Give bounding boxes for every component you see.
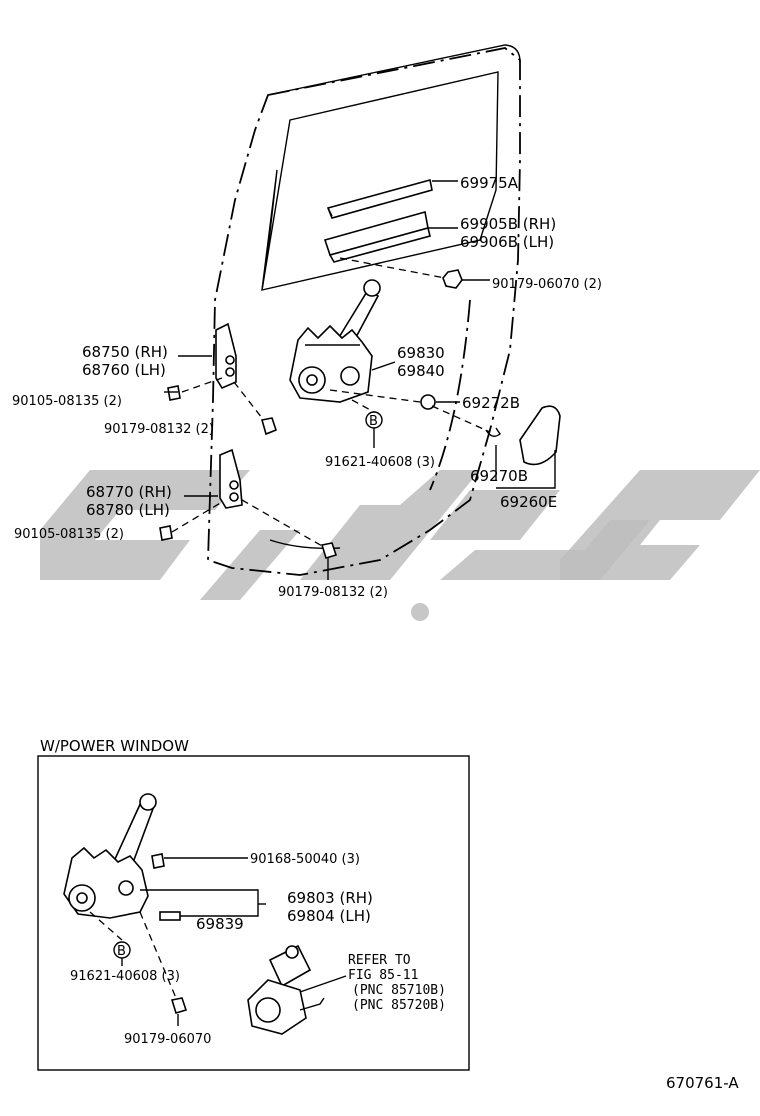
leader-lines-inset	[89, 857, 347, 1026]
part-69830-regulator	[289, 279, 381, 403]
part-69260E-handle	[519, 405, 561, 466]
label-68760: 68760 (LH)	[82, 361, 166, 379]
label-69830: 69830	[397, 344, 445, 362]
label-69975A: 69975A	[460, 174, 519, 192]
label-68780: 68780 (LH)	[86, 501, 170, 519]
label-69272B: 69272B	[462, 394, 520, 412]
label-90179-06070-2: 90179-06070 (2)	[492, 277, 602, 292]
fastener-icons	[159, 269, 463, 559]
figure-code: 670761-A	[666, 1074, 739, 1092]
label-91621-40608-a: 91621-40608 (3)	[325, 455, 435, 470]
part-69975A	[326, 179, 433, 219]
watermark-logo	[40, 470, 760, 621]
label-90179-06070: 90179-06070	[124, 1032, 211, 1047]
part-68770-hinge	[219, 448, 243, 509]
label-69260E: 69260E	[500, 493, 557, 511]
label-68770: 68770 (RH)	[86, 483, 172, 501]
label-69840: 69840	[397, 362, 445, 380]
label-68750: 68750 (RH)	[82, 343, 168, 361]
part-69905B	[323, 210, 431, 263]
callout-b-inset: B	[113, 941, 131, 959]
refer-line-3: (PNC 85710B)	[352, 983, 446, 998]
label-69803: 69803 (RH)	[287, 889, 373, 907]
part-69270B-clip	[485, 427, 501, 437]
label-69804: 69804 (LH)	[287, 907, 371, 925]
label-90179-08132-b: 90179-08132 (2)	[278, 585, 388, 600]
fastener-icons-inset	[151, 853, 188, 1014]
label-90179-08132-a: 90179-08132 (2)	[104, 422, 214, 437]
refer-line-1: REFER TO	[348, 953, 411, 968]
label-69839: 69839	[196, 915, 244, 933]
leader-lines-upper	[164, 180, 556, 580]
label-90168-50040: 90168-50040 (3)	[250, 852, 360, 867]
part-motor	[247, 944, 325, 1035]
label-90105-08135-a: 90105-08135 (2)	[12, 394, 122, 409]
callout-b-text: B	[369, 414, 378, 429]
label-91621-40608-b: 91621-40608 (3)	[70, 969, 180, 984]
part-69803-regulator	[63, 793, 157, 919]
power-window-frame	[37, 755, 470, 1071]
callout-b-top: B	[365, 411, 383, 429]
part-68750-hinge	[215, 322, 237, 390]
label-69906B: 69906B (LH)	[460, 233, 554, 251]
refer-line-4: (PNC 85720B)	[352, 998, 446, 1013]
label-69270B: 69270B	[470, 467, 528, 485]
label-69905B: 69905B (RH)	[460, 215, 556, 233]
label-90105-08135-b: 90105-08135 (2)	[14, 527, 124, 542]
callout-b2-text: B	[117, 944, 126, 959]
power-window-title: W/POWER WINDOW	[40, 737, 189, 755]
refer-line-2: FIG 85-11	[348, 968, 418, 983]
